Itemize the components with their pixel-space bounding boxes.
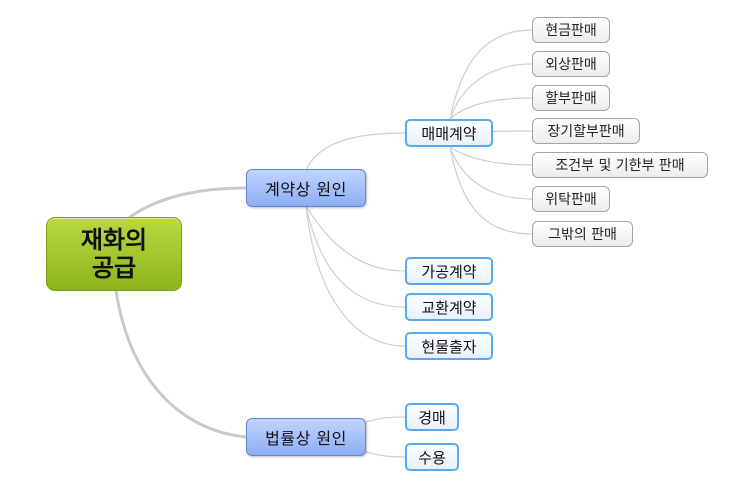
edge-sale-installment (449, 97, 533, 120)
node-in-kind-investment-label: 현물출자 (421, 337, 477, 356)
leaf-long-term-installment-sale[interactable]: 장기할부판매 (532, 118, 640, 144)
node-processing-contract-label: 가공계약 (421, 262, 477, 281)
leaf-consignment-sale[interactable]: 위탁판매 (532, 186, 610, 212)
branch-legal-cause[interactable]: 법률상 원인 (246, 418, 366, 456)
root-node[interactable]: 재화의 공급 (46, 217, 182, 291)
edge-sale-conditional (449, 146, 533, 166)
edge-contract-investment (305, 205, 406, 347)
edge-sale-cash (449, 29, 533, 120)
branch-contract-cause[interactable]: 계약상 원인 (246, 169, 366, 207)
node-in-kind-investment[interactable]: 현물출자 (405, 332, 493, 360)
node-processing-contract[interactable]: 가공계약 (405, 257, 493, 285)
edge-legal-auction (365, 416, 406, 423)
leaf-installment-sale-label: 할부판매 (545, 91, 597, 107)
leaf-cash-sale[interactable]: 현금판매 (532, 17, 610, 43)
node-sale-contract[interactable]: 매매계약 (405, 119, 493, 147)
edge-contract-sale (305, 132, 406, 171)
node-exchange-contract-label: 교환계약 (421, 298, 477, 317)
leaf-long-term-installment-sale-label: 장기할부판매 (547, 124, 625, 140)
root-label-line1: 재화의 (80, 226, 148, 254)
branch-legal-cause-label: 법률상 원인 (265, 429, 347, 448)
edge-contract-exchange (305, 205, 406, 308)
node-expropriation-label: 수용 (418, 448, 446, 467)
leaf-conditional-sale-label: 조건부 및 기한부 판매 (555, 158, 685, 174)
edge-sale-other (449, 146, 533, 235)
edge-legal-expropriation (365, 451, 406, 458)
leaf-consignment-sale-label: 위탁판매 (545, 192, 597, 208)
node-auction-label: 경매 (418, 408, 446, 427)
edge-sale-credit (449, 63, 533, 120)
node-sale-contract-label: 매매계약 (421, 124, 477, 143)
edge-root-contract (128, 186, 248, 219)
leaf-credit-sale[interactable]: 외상판매 (532, 51, 610, 77)
node-exchange-contract[interactable]: 교환계약 (405, 293, 493, 321)
edge-contract-processing (305, 205, 406, 272)
leaf-conditional-sale[interactable]: 조건부 및 기한부 판매 (532, 152, 708, 178)
leaf-installment-sale[interactable]: 할부판매 (532, 85, 610, 111)
leaf-cash-sale-label: 현금판매 (545, 23, 597, 39)
leaf-other-sale[interactable]: 그밖의 판매 (532, 221, 633, 247)
root-label-line2: 공급 (91, 254, 137, 282)
branch-contract-cause-label: 계약상 원인 (265, 180, 347, 199)
leaf-credit-sale-label: 외상판매 (545, 57, 597, 73)
node-auction[interactable]: 경매 (405, 403, 459, 431)
leaf-other-sale-label: 그밖의 판매 (548, 227, 617, 243)
edge-root-legal (114, 289, 248, 439)
node-expropriation[interactable]: 수용 (405, 443, 459, 471)
edge-sale-consignment (449, 146, 533, 200)
